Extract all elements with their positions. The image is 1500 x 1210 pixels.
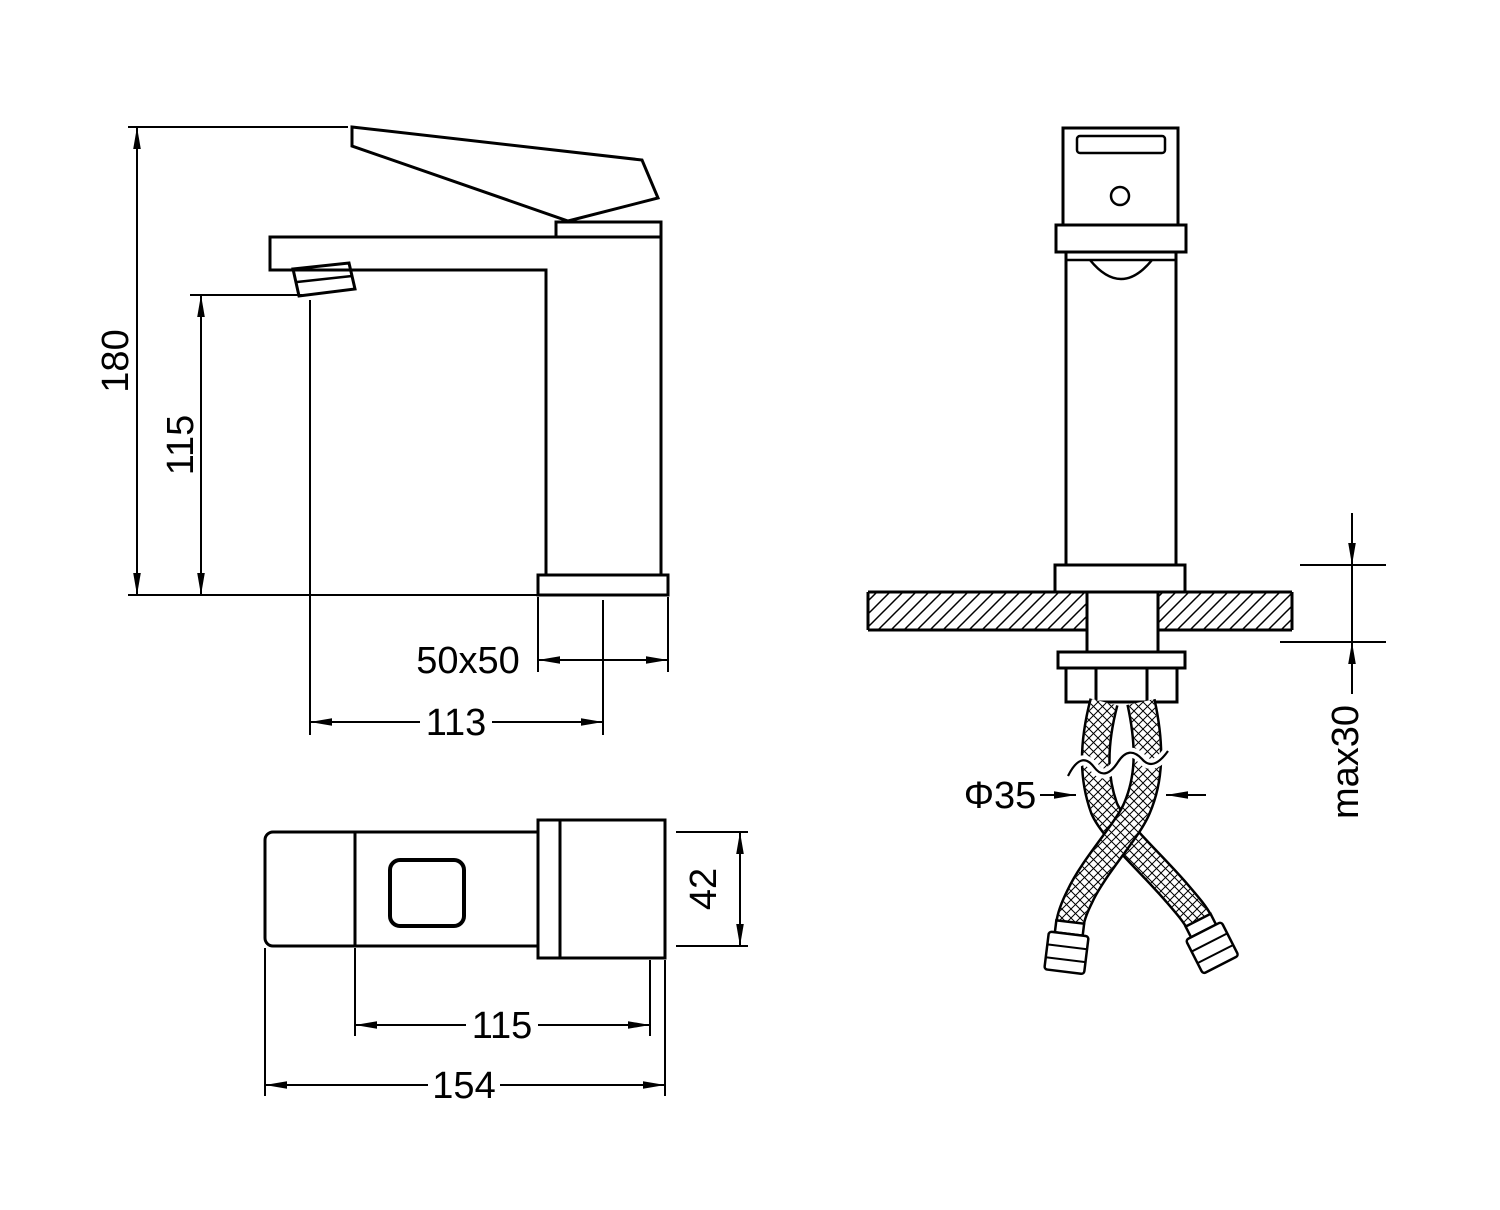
dim-base-section: 50x50 [416,640,520,682]
dim-hole-diameter: Φ35 [964,775,1037,817]
hose-break-wave [1067,750,1169,777]
dim-body-width: 42 [683,868,725,910]
supply-hoses [1043,698,1239,975]
handle-screw [1109,185,1131,207]
hose-fitting-left [1043,918,1090,975]
front-handle-block [1061,126,1180,227]
side-view [268,125,670,597]
countertop-hatch-left [868,592,1087,630]
countertop-hatch-right [1158,592,1292,630]
front-view [1053,126,1188,594]
dim-total-height: 180 [95,329,137,392]
base-flange [536,573,670,597]
faucet-body [268,235,663,577]
handle-top-slot [1075,134,1167,155]
front-aerator-arc [1089,259,1153,281]
front-base-flange [1053,563,1187,594]
dim-max-thickness: max30 [1325,705,1367,819]
spout-opening [388,858,466,928]
supply-hose-right [1055,698,1163,927]
dim-spout-body-length: 115 [472,1005,533,1047]
front-view-dimensions: max30 Φ35 [964,513,1386,819]
dim-spout-height: 115 [160,415,202,476]
cartridge-band [1054,223,1188,254]
mounting-nut [1064,666,1179,704]
front-column [1064,250,1178,567]
hose-fitting-right [1183,912,1239,975]
side-view-dimensions: 180 115 50x50 113 [95,126,669,744]
countertop-installation [866,590,1294,704]
aerator-spout-tip [291,261,357,298]
top-view-dimensions: 42 115 154 [264,831,748,1107]
cartridge-collar [554,220,663,239]
dim-spout-reach: 113 [426,702,487,744]
dim-total-length: 154 [432,1065,495,1107]
top-view-handle [536,818,667,960]
handle-lever [350,125,661,223]
top-view [263,818,667,960]
mounting-washer [1056,650,1187,670]
